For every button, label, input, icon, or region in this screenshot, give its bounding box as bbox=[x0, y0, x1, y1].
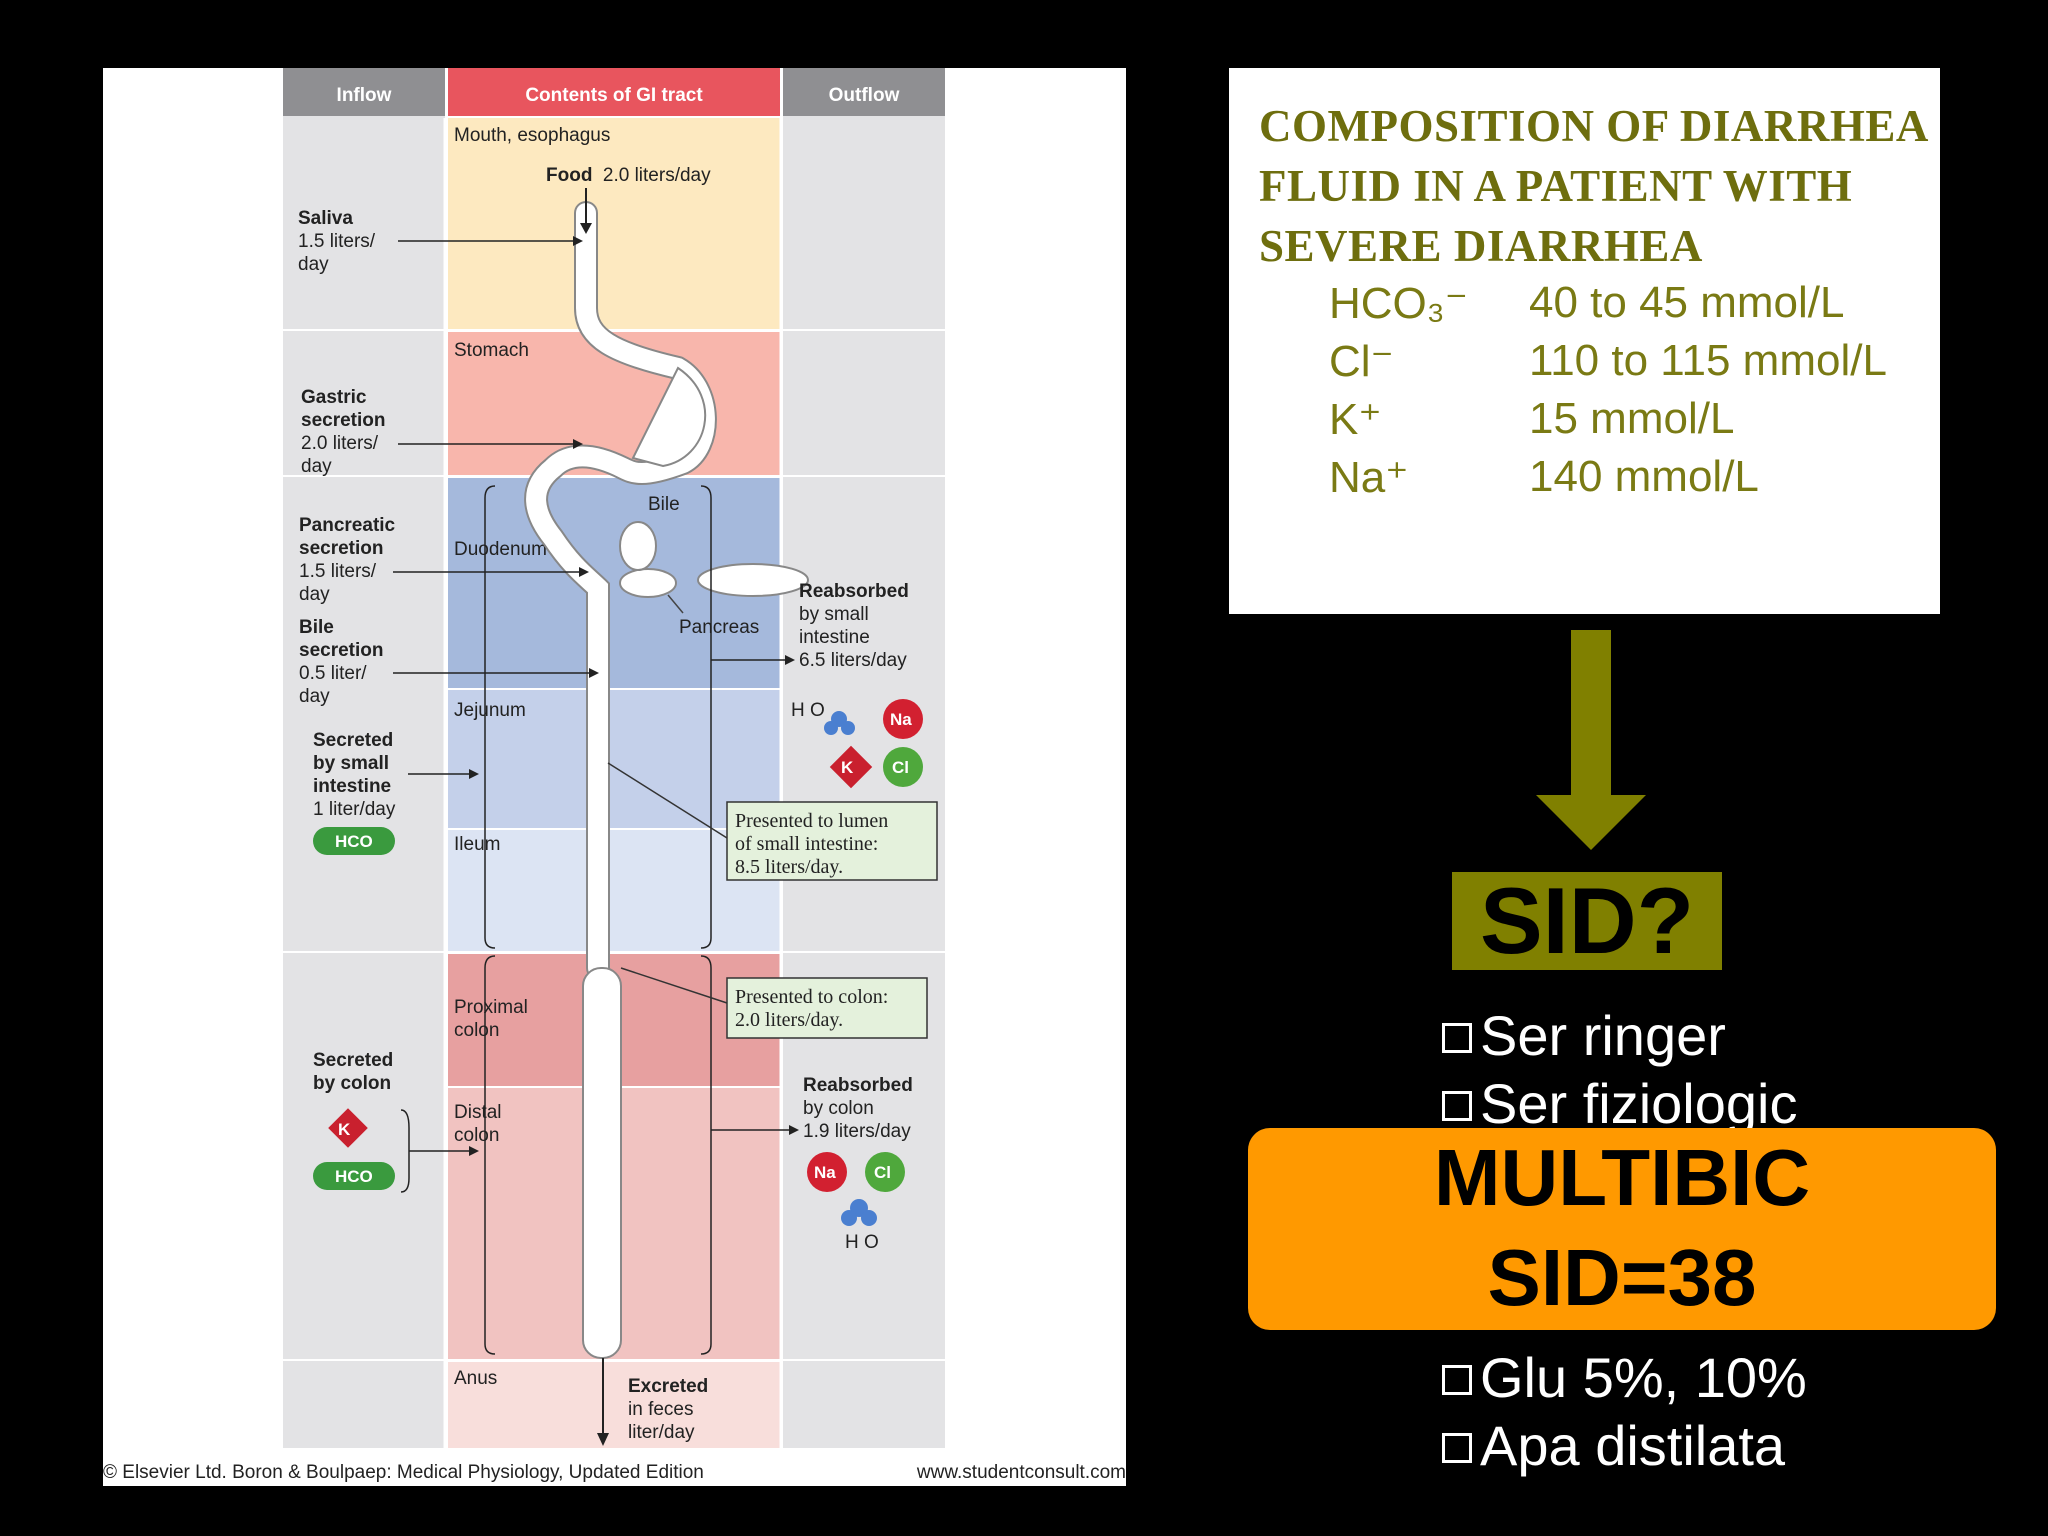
organ-bile: Bile bbox=[648, 494, 680, 515]
inflow-small-intestine: Secreted by small intestine 1 liter/day bbox=[313, 730, 398, 820]
svg-text:HCO: HCO bbox=[335, 832, 373, 851]
segment-anus: Anus bbox=[454, 1368, 497, 1389]
h2o-icon-small bbox=[824, 711, 855, 735]
credit-url: www.studentconsult.com bbox=[916, 1462, 1126, 1483]
option-apa-distilata: Apa distilata bbox=[1442, 1414, 1785, 1478]
h2o-icon-colon bbox=[841, 1199, 877, 1226]
callout-colon: Presented to colon: 2.0 liters/day. bbox=[735, 986, 893, 1031]
callout-lumen-box bbox=[726, 801, 938, 881]
svg-text:HCO: HCO bbox=[335, 1167, 373, 1186]
down-arrow-icon bbox=[1536, 630, 1646, 850]
gi-tract-shape bbox=[524, 201, 809, 1359]
inflow-header: Inflow bbox=[337, 85, 392, 106]
contents-header: Contents of GI tract bbox=[525, 85, 703, 106]
checkbox-icon bbox=[1442, 1433, 1472, 1463]
inflow-pancreatic: Pancreatic secretion 1.5 liters/ day bbox=[299, 515, 400, 605]
ileum-band bbox=[448, 830, 780, 952]
gallbladder-shape bbox=[619, 521, 657, 571]
hco3-badge-colon: HCO bbox=[313, 1162, 395, 1190]
multibic-box: MULTIBIC SID=38 bbox=[1248, 1128, 1996, 1330]
colon-tube bbox=[582, 967, 622, 1359]
multibic-sid: SID=38 bbox=[1487, 1233, 1757, 1322]
segment-duodenum: Duodenum bbox=[454, 539, 547, 560]
segment-ileum: Ileum bbox=[454, 834, 500, 855]
segment-mouth: Mouth, esophagus bbox=[454, 125, 610, 146]
contents-header-bg bbox=[448, 68, 780, 116]
inflow-gastric: Gastric secretion 2.0 liters/ day bbox=[301, 387, 390, 477]
svg-text:K: K bbox=[338, 1120, 351, 1139]
segment-jejunum: Jejunum bbox=[454, 700, 526, 721]
hco3-badge-small-intestine: HCO bbox=[313, 827, 395, 855]
inflow-bile: Bile secretion 0.5 liter/ day bbox=[299, 617, 388, 707]
checkbox-icon bbox=[1442, 1023, 1472, 1053]
pancreas-shape bbox=[697, 563, 809, 597]
figure-credit: © Elsevier Ltd. Boron & Boulpaep: Medica… bbox=[103, 1460, 1126, 1486]
option-ser-ringer: Ser ringer bbox=[1442, 1004, 1726, 1068]
composition-box: COMPOSITION OF DIARRHEA FLUID IN A PATIE… bbox=[1229, 68, 1940, 614]
option-ser-fiziologic: Ser fiziologic bbox=[1442, 1072, 1797, 1136]
outflow-small-intestine: Reabsorbed by small intestine 6.5 liters… bbox=[799, 581, 913, 671]
na-badge-colon: Na bbox=[807, 1152, 847, 1192]
cl-badge-small: Cl bbox=[883, 747, 923, 787]
outflow-excreted: Excreted in feces liter/day bbox=[628, 1376, 713, 1443]
cl-badge-colon: Cl bbox=[865, 1152, 905, 1192]
gi-tract-diagram: Inflow Contents of GI tract Outflow Mout… bbox=[283, 68, 945, 1448]
outflow-colon: Reabsorbed by colon 1.9 liters/day bbox=[803, 1075, 917, 1142]
svg-text:Cl: Cl bbox=[892, 758, 909, 777]
inflow-header-bg bbox=[283, 68, 445, 116]
segment-stomach: Stomach bbox=[454, 340, 529, 361]
svg-text:Na: Na bbox=[814, 1163, 836, 1182]
inflow-colon: Secreted by colon bbox=[313, 1050, 398, 1094]
anus-band bbox=[448, 1362, 780, 1448]
checkbox-icon bbox=[1442, 1365, 1472, 1395]
segment-distal-colon: Distal colon bbox=[454, 1102, 507, 1146]
credit-text: © Elsevier Ltd. Boron & Boulpaep: Medica… bbox=[103, 1462, 704, 1483]
sid-question: SID? bbox=[1452, 872, 1722, 970]
callout-lumen: Presented to lumen of small intestine: 8… bbox=[735, 810, 893, 878]
na-badge-small: Na bbox=[883, 699, 923, 739]
inflow-column bbox=[283, 68, 445, 1448]
outflow-header: Outflow bbox=[829, 85, 900, 106]
inflow-saliva: Saliva 1.5 liters/ day bbox=[298, 208, 380, 275]
organ-pancreas: Pancreas bbox=[679, 617, 759, 638]
composition-title: COMPOSITION OF DIARRHEA FLUID IN A PATIE… bbox=[1259, 101, 1929, 271]
food-label: Food 2.0 liters/day bbox=[546, 165, 711, 186]
svg-text:Cl: Cl bbox=[874, 1163, 891, 1182]
option-glucose: Glu 5%, 10% bbox=[1442, 1346, 1807, 1410]
svg-text:Na: Na bbox=[890, 710, 912, 729]
callout-colon-box bbox=[726, 977, 928, 1039]
checkbox-icon bbox=[1442, 1091, 1472, 1121]
jejunum-band bbox=[448, 690, 780, 828]
outflow-header-bg bbox=[783, 68, 945, 116]
svg-text:K: K bbox=[841, 758, 854, 777]
gi-fluid-diagram-panel: Inflow Contents of GI tract Outflow Mout… bbox=[103, 68, 1126, 1486]
h2o-label-colon: H O bbox=[845, 1232, 879, 1253]
multibic-title: MULTIBIC bbox=[1433, 1133, 1811, 1222]
h2o-label-small: H O bbox=[791, 700, 825, 721]
segment-proximal-colon: Proximal colon bbox=[454, 997, 533, 1041]
mouth-band bbox=[448, 118, 780, 330]
